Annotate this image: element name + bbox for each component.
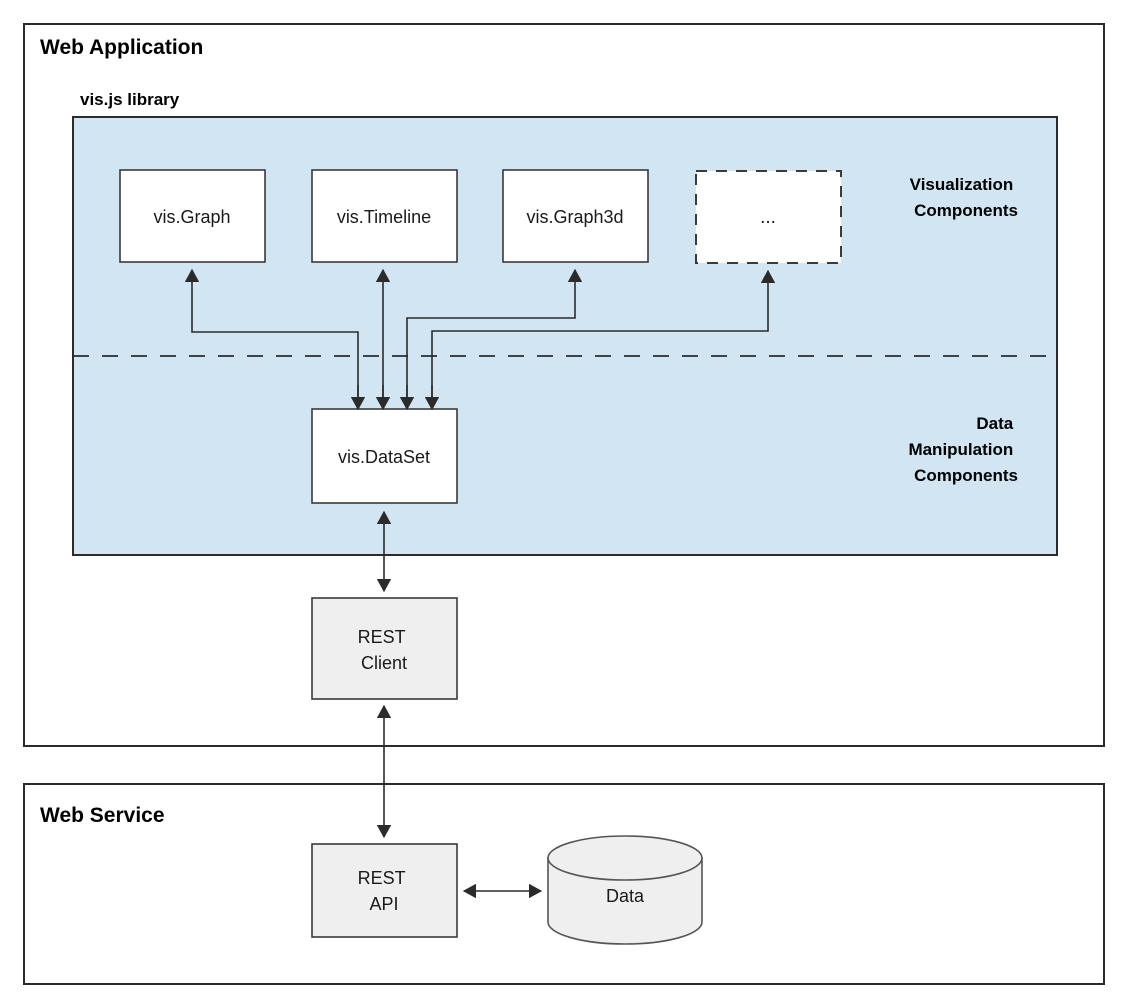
database-cylinder[interactable] (547, 835, 703, 945)
visualization-components-line-1: Visualization (910, 175, 1014, 194)
rest-api-line-2: API (369, 894, 398, 914)
rest-client-line-1: REST (358, 627, 406, 647)
visualization-components-label: Visualization Components (910, 175, 1018, 220)
database-cylinder-top (547, 835, 703, 881)
vis-graph3d-box[interactable] (502, 169, 649, 263)
visjs-library-title: vis.js library (80, 90, 180, 109)
database-label: Data (606, 886, 645, 906)
vis-graph-box[interactable] (119, 169, 266, 263)
rest-api-box[interactable] (311, 843, 458, 938)
connector-dataset-to-more-components (431, 269, 776, 409)
data-manipulation-line-2: Manipulation (908, 440, 1013, 459)
data-manipulation-line-1: Data (976, 414, 1013, 433)
rest-client-label: REST Client (358, 627, 411, 673)
data-manipulation-components-label: Data Manipulation Components (908, 414, 1018, 485)
rest-api-line-1: REST (358, 868, 406, 888)
vis-timeline-label: vis.Timeline (337, 207, 431, 227)
vis-graph3d-label: vis.Graph3d (526, 207, 623, 227)
rest-client-box[interactable] (311, 597, 458, 700)
connector-dataset-to-vis-graph (184, 268, 359, 409)
more-components-label: ... (760, 207, 776, 228)
data-manipulation-line-3: Components (914, 466, 1018, 485)
more-components-box[interactable] (695, 170, 842, 264)
connector-dataset-to-vis-graph3d (406, 268, 583, 409)
rest-api-label: REST API (358, 868, 411, 914)
web-service-title: Web Service (40, 804, 165, 827)
vis-dataset-label: vis.DataSet (338, 447, 430, 467)
web-application-title: Web Application (40, 36, 203, 59)
vis-timeline-box[interactable] (311, 169, 458, 263)
database-cylinder-body (547, 857, 703, 945)
rest-client-line-2: Client (361, 653, 407, 673)
visualization-components-line-2: Components (914, 201, 1018, 220)
vis-graph-label: vis.Graph (153, 207, 230, 227)
